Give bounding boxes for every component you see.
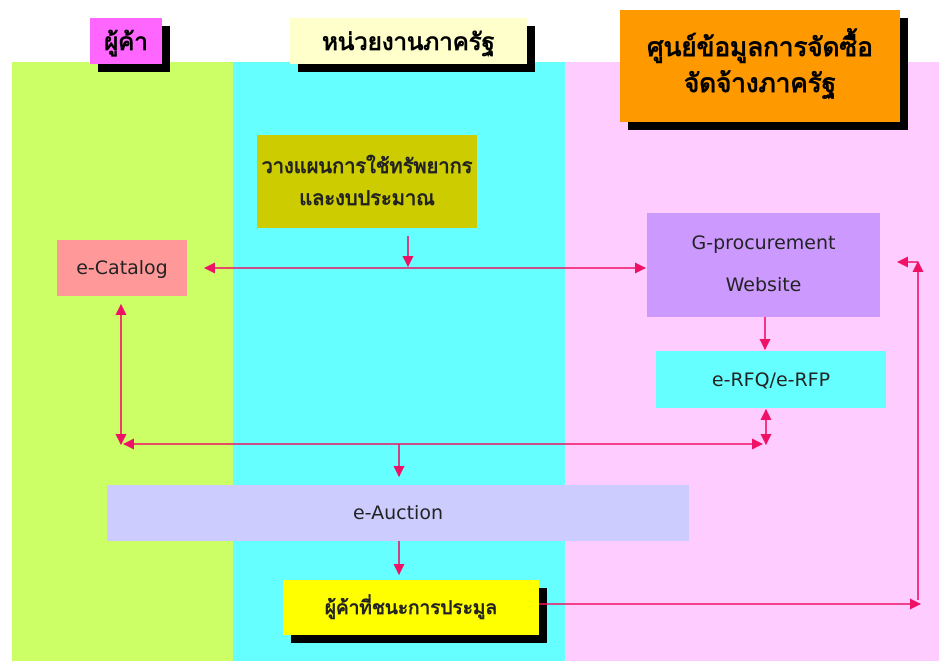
e-rfq-rfp-node: e-RFQ/e-RFP (656, 351, 886, 408)
g-procurement-label-line2: Website (725, 274, 802, 296)
procurement-center-title-line2: จัดจ้างภาครัฐ (683, 69, 837, 99)
e-rfq-rfp-label: e-RFQ/e-RFP (711, 368, 831, 391)
g-procurement-website-node: G-procurement Website (647, 213, 880, 317)
government-lane-header: หน่วยงานภาครัฐ (290, 18, 527, 64)
g-procurement-label-line1: G-procurement (691, 232, 836, 255)
e-auction-node: e-Auction (107, 485, 689, 541)
government-lane-title: หน่วยงานภาครัฐ (322, 27, 495, 56)
e-catalog-node: e-Catalog (57, 240, 187, 296)
procurement-center-title-line1: ศูนย์ข้อมูลการจัดซื้อ (647, 32, 873, 63)
e-auction-label: e-Auction (352, 502, 443, 524)
e-catalog-label: e-Catalog (76, 257, 168, 279)
vendor-lane-header: ผู้ค้า (90, 18, 162, 64)
planning-label-line2: และงบประมาณ (299, 185, 435, 210)
planning-label-line1: วางแผนการใช้ทรัพยากร (261, 153, 473, 178)
lane-vendor (12, 62, 233, 661)
winning-vendor-node: ผู้ค้าที่ชนะการประมูล (283, 580, 539, 635)
vendor-lane-title: ผู้ค้า (104, 27, 148, 56)
resource-budget-planning-node: วางแผนการใช้ทรัพยากร และงบประมาณ (257, 135, 477, 228)
winning-vendor-label: ผู้ค้าที่ชนะการประมูล (324, 596, 498, 619)
procurement-center-lane-header: ศูนย์ข้อมูลการจัดซื้อ จัดจ้างภาครัฐ (620, 10, 900, 122)
